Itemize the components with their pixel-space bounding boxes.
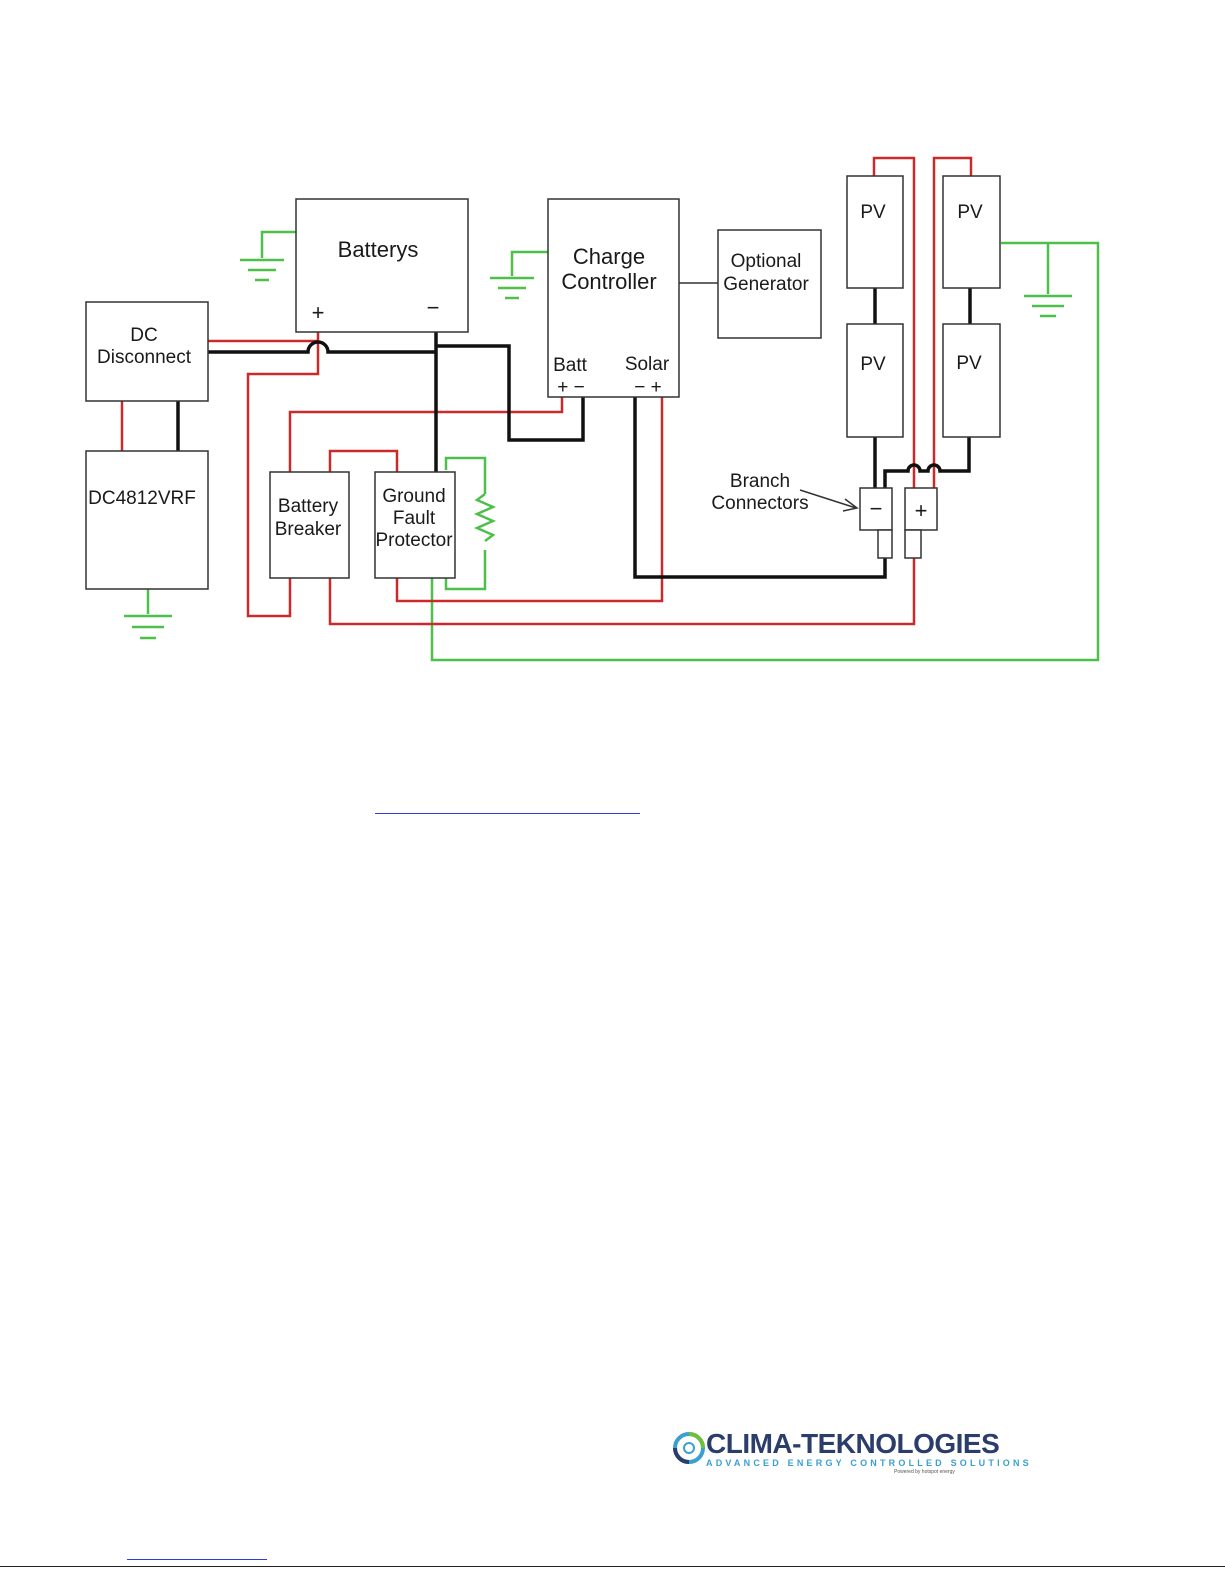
svg-text:Disconnect: Disconnect: [97, 347, 192, 368]
ground-symbol-batteries: [240, 232, 296, 280]
logo-tagline: ADVANCED ENERGY CONTROLLED SOLUTIONS: [706, 1458, 1032, 1468]
generator-box: Optional Generator: [718, 230, 821, 338]
cc-solar-label: Solar: [625, 354, 670, 375]
svg-text:PV: PV: [860, 354, 886, 375]
battery-breaker-box: Battery Breaker: [270, 472, 349, 578]
ground-symbol-controller: [490, 252, 548, 298]
pv-panel-top-left: PV: [847, 176, 903, 288]
svg-text:Breaker: Breaker: [275, 519, 342, 540]
svg-text:Connectors: Connectors: [711, 493, 808, 514]
svg-text:Controller: Controller: [561, 269, 656, 294]
svg-text:Optional: Optional: [731, 251, 802, 272]
solar-wiring-diagram: Batterys + − Charge Controller Batt + − …: [0, 0, 1225, 700]
ground-fault-protector-box: Ground Fault Protector: [375, 472, 455, 578]
hyperlink-underline[interactable]: [375, 813, 640, 814]
svg-text:PV: PV: [957, 202, 983, 223]
logo-name: CLIMA-TEKNOLOGIES: [706, 1428, 999, 1460]
load-box: DC4812VRF: [86, 451, 208, 589]
svg-text:DC: DC: [130, 325, 157, 346]
branch-plus-terminal: +: [915, 498, 928, 523]
svg-text:Batterys: Batterys: [338, 237, 419, 262]
svg-text:DC4812VRF: DC4812VRF: [88, 488, 196, 509]
ground-symbol-load: [124, 589, 172, 638]
branch-connectors-label: Branch: [730, 471, 790, 492]
svg-text:Fault: Fault: [393, 508, 436, 529]
pv-panel-bottom-left: PV: [847, 324, 903, 437]
svg-text:PV: PV: [860, 202, 886, 223]
dc-disconnect-box: DC Disconnect: [86, 302, 208, 401]
footer-hyperlink-underline[interactable]: [127, 1559, 267, 1560]
svg-text:Protector: Protector: [375, 530, 453, 551]
battery-minus-terminal: −: [427, 295, 440, 320]
cc-batt-label: Batt: [553, 355, 588, 376]
svg-text:Generator: Generator: [723, 274, 809, 295]
svg-text:Ground: Ground: [382, 486, 445, 507]
pv-panel-top-right: PV: [943, 176, 1000, 288]
branch-connectors: − + Branch Connectors: [711, 471, 937, 558]
svg-text:Battery: Battery: [278, 496, 339, 517]
pv-panel-bottom-right: PV: [943, 324, 1000, 437]
page-bottom-rule: [0, 1566, 1225, 1567]
cc-batt-terminals: + −: [557, 377, 584, 398]
positive-wires: [122, 158, 971, 624]
battery-plus-terminal: +: [312, 300, 325, 325]
cc-solar-terminals: − +: [634, 377, 661, 398]
logo-credit: Powered by hotspot energy: [894, 1469, 955, 1475]
pv-panels: PV PV PV PV: [847, 176, 1000, 437]
batteries-box: Batterys + −: [296, 199, 468, 332]
branch-minus-terminal: −: [870, 496, 883, 521]
swirl-logo-icon: [672, 1431, 706, 1465]
svg-text:Charge: Charge: [573, 244, 645, 269]
company-logo: CLIMA-TEKNOLOGIES ADVANCED ENERGY CONTRO…: [672, 1428, 972, 1478]
charge-controller-box: Charge Controller Batt + − Solar − +: [548, 199, 679, 398]
svg-text:PV: PV: [956, 353, 982, 374]
